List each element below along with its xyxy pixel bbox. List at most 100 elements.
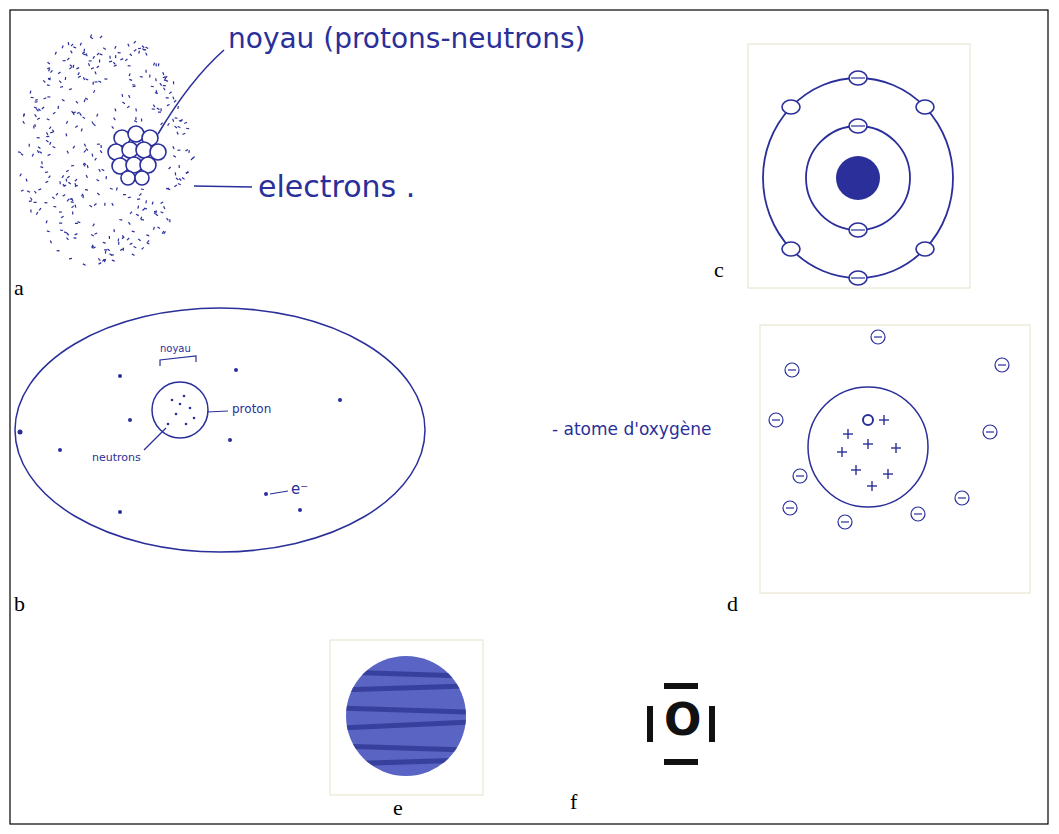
electron-dot <box>30 197 32 199</box>
electron-dot <box>71 198 73 200</box>
electron-dot <box>84 150 86 152</box>
electron-minus <box>769 413 783 427</box>
electron-dot <box>165 80 168 81</box>
electron-dot <box>46 140 48 142</box>
electron-dot <box>114 118 116 120</box>
electron-dot <box>91 35 92 38</box>
electron-dot <box>42 107 44 109</box>
electron-dot <box>109 56 110 59</box>
electron-dot <box>75 223 78 224</box>
electron-dot <box>65 77 67 80</box>
electron-dot <box>47 119 50 120</box>
electron-dot <box>82 117 84 119</box>
electron-dot <box>132 231 135 233</box>
electron-dot <box>130 212 132 214</box>
electron-dot <box>175 172 177 175</box>
electron-dot <box>83 77 84 80</box>
electron-dot <box>157 108 160 109</box>
electron-dot <box>112 203 113 206</box>
electron-dot <box>93 82 94 85</box>
electron-dot <box>47 62 49 64</box>
proton-plus <box>883 469 893 479</box>
electron-dot <box>86 148 88 150</box>
electron-dot <box>110 188 113 190</box>
electron-dot <box>47 67 50 69</box>
nucleus-cluster <box>108 126 166 185</box>
electron-dot <box>163 72 164 75</box>
electron-dot <box>78 222 81 223</box>
electron-dot <box>92 245 93 248</box>
electron-dot <box>68 182 70 184</box>
electron-dot <box>78 72 79 75</box>
electron-dot <box>87 165 89 168</box>
electron-minus <box>995 358 1009 372</box>
electron-dot <box>46 181 49 182</box>
electron-dot <box>177 132 178 135</box>
electron-dot <box>68 42 70 45</box>
electron-dot <box>136 214 139 215</box>
proton-plus <box>837 447 847 457</box>
electron-dot <box>135 117 136 120</box>
electron-dot <box>152 108 155 110</box>
electron-dot <box>138 239 140 241</box>
electron-dot <box>34 191 36 193</box>
electron-dot <box>176 178 178 180</box>
electron-dot <box>75 205 77 208</box>
electron-dot <box>34 202 37 203</box>
electron-dot <box>72 211 73 214</box>
neutron-label: neutrons <box>92 452 141 464</box>
electron-dot <box>112 260 115 262</box>
electron-dot <box>48 78 51 80</box>
electron-dot <box>103 48 106 50</box>
electron-dot <box>88 63 89 66</box>
electron-dot <box>69 67 71 69</box>
electron-dot <box>60 86 63 88</box>
electron-dot <box>102 169 105 171</box>
electron-dot <box>39 151 41 153</box>
electron-dot <box>104 249 107 250</box>
electron-dot <box>105 176 107 179</box>
electron-dot <box>153 63 155 66</box>
electron-dot <box>93 124 95 126</box>
electron-dot <box>59 222 62 223</box>
electron-dot <box>174 185 176 187</box>
electron-dot <box>50 131 53 133</box>
electron-dot <box>112 126 114 128</box>
electron-dot <box>46 220 47 223</box>
electron-dot <box>73 47 76 48</box>
electron-dot <box>102 259 104 261</box>
electron-dot <box>96 114 98 117</box>
electron-dot <box>99 60 100 63</box>
electron-dot <box>92 154 94 157</box>
electron-dot <box>65 133 67 136</box>
electron-dot <box>52 197 54 199</box>
electron-dot <box>174 100 176 102</box>
electron-dot <box>179 165 180 168</box>
electron-dot <box>113 62 115 64</box>
electron-dot <box>67 58 69 60</box>
electron-dot <box>86 53 88 56</box>
electron-dot <box>128 65 131 67</box>
electron-dot <box>62 99 65 101</box>
electron-dot <box>94 81 97 82</box>
electron-dot <box>49 127 51 129</box>
electron-dot <box>135 108 137 111</box>
electron-dot <box>97 144 100 145</box>
electron-dot <box>38 189 41 190</box>
electron-minus <box>793 469 807 483</box>
electron-dot <box>21 190 24 191</box>
electron-dot <box>147 240 149 242</box>
electron-dot <box>84 163 87 165</box>
electron-dot <box>91 68 94 69</box>
electron-dot <box>109 236 110 239</box>
electron-dot <box>75 179 77 181</box>
electron-dot <box>184 122 187 123</box>
electron-dot <box>57 250 60 251</box>
electron-dot <box>161 212 164 213</box>
electron-dot <box>63 195 66 197</box>
electron-dot <box>160 83 162 85</box>
electron-dot <box>30 91 32 94</box>
electron-dot <box>125 59 127 61</box>
electron-dot <box>128 44 129 47</box>
panel-letter: a <box>14 276 24 300</box>
